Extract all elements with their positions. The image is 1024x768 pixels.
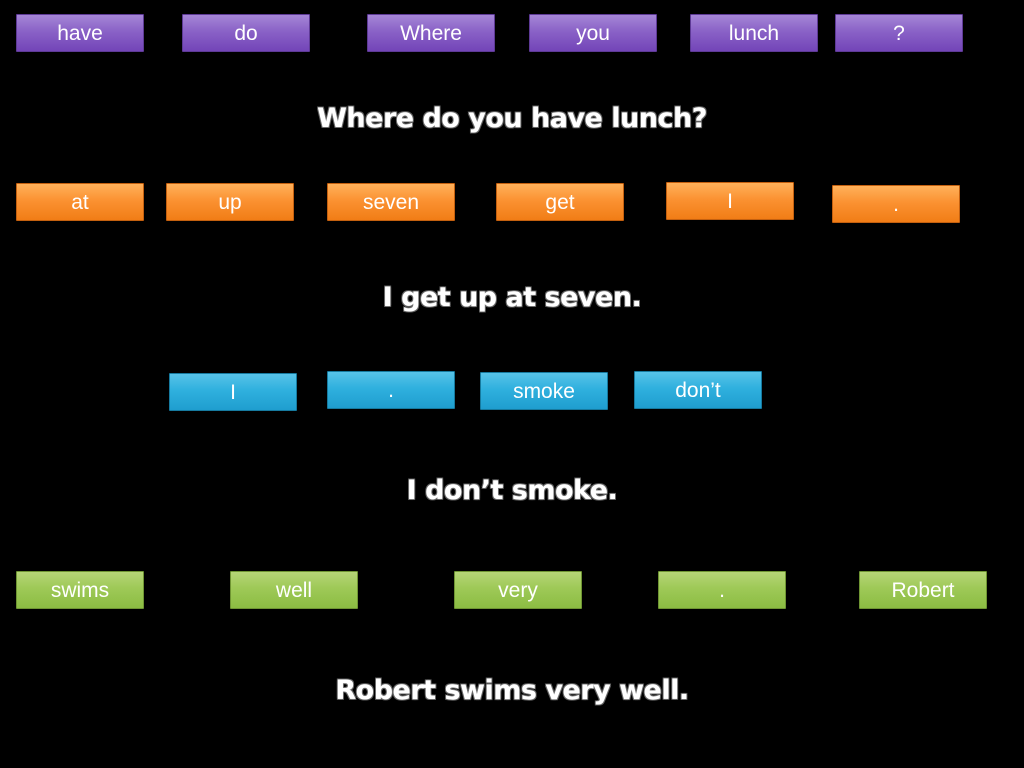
word-tile[interactable]: .: [832, 185, 960, 223]
word-tile[interactable]: .: [658, 571, 786, 609]
word-tile[interactable]: have: [16, 14, 144, 52]
answer-sentence: I don’t smoke.: [406, 475, 618, 506]
word-tile[interactable]: very: [454, 571, 582, 609]
word-tile[interactable]: get: [496, 183, 624, 221]
word-tile[interactable]: don’t: [634, 371, 762, 409]
word-tile[interactable]: I: [666, 182, 794, 220]
word-tile[interactable]: .: [327, 371, 455, 409]
answer-sentence: I get up at seven.: [382, 282, 642, 313]
word-tile[interactable]: at: [16, 183, 144, 221]
word-tile[interactable]: lunch: [690, 14, 818, 52]
word-tile[interactable]: swims: [16, 571, 144, 609]
word-tile[interactable]: ?: [835, 14, 963, 52]
word-tile[interactable]: Robert: [859, 571, 987, 609]
word-tile[interactable]: Where: [367, 14, 495, 52]
answer-sentence: Where do you have lunch?: [317, 103, 707, 134]
word-tile[interactable]: up: [166, 183, 294, 221]
word-tile[interactable]: you: [529, 14, 657, 52]
word-tile[interactable]: well: [230, 571, 358, 609]
word-tile[interactable]: smoke: [480, 372, 608, 410]
word-tile[interactable]: seven: [327, 183, 455, 221]
word-tile[interactable]: I: [169, 373, 297, 411]
word-tile[interactable]: do: [182, 14, 310, 52]
answer-sentence: Robert swims very well.: [335, 675, 689, 706]
